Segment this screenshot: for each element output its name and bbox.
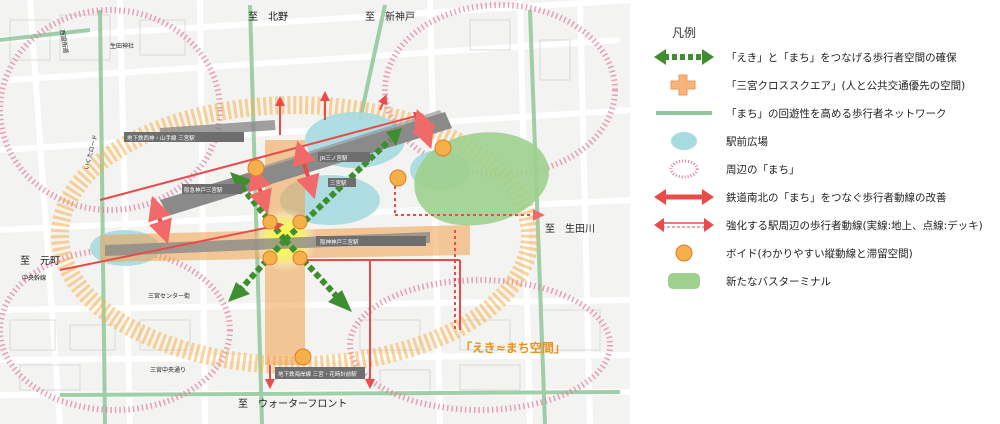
red-double-line-arrow-icon	[654, 218, 714, 232]
station-hankyu: 阪急神戸三宮駅	[184, 186, 223, 194]
legend-label: ボイド(わかりやすい縦動線と滞留空間)	[726, 248, 913, 260]
station-label-boxes	[124, 132, 426, 379]
void-circles	[247, 139, 452, 366]
direction-east: 至 生田川	[545, 222, 595, 235]
green-line-icon	[656, 111, 712, 115]
road-sannomiya-chuo: 三宮中央通り	[150, 366, 186, 374]
red-double-arrow-icon	[654, 189, 714, 205]
legend-label: 「えき」と「まち」をつなげる歩行者空間の確保	[726, 52, 957, 64]
station-area-map: 地下鉄西神・山手線 三宮駅 阪急神戸三宮駅 JR三ノ宮駅 三宮駅 阪神神戸三宮駅…	[0, 0, 630, 424]
station-hanshin: 阪神神戸三宮駅	[320, 238, 359, 246]
red-deck-routes	[394, 180, 545, 330]
pink-dotted-ellipse-icon	[669, 159, 699, 179]
direction-northeast: 至 新神戸	[365, 10, 415, 23]
direction-north: 至 北野	[248, 11, 288, 23]
legend-title: 凡例	[672, 26, 697, 40]
legend-item-surrounding-town: 周辺の「まち」	[650, 158, 995, 180]
legend-item-walk-network: 「まち」の回遊性を高める歩行者ネットワーク	[650, 102, 995, 124]
orange-cross-icon	[670, 74, 696, 96]
legend-label: 「三宮クロススクエア」(人と公共交通優先の空間)	[726, 80, 966, 92]
legend-label: 鉄道南北の「まち」をつなぐ歩行者動線の改善	[726, 192, 947, 204]
legend-label: 強化する駅周辺の歩行者動線(実線:地上、点線:デッキ)	[726, 220, 983, 232]
eki-machi-zone-ring	[51, 96, 539, 374]
legend-panel: 凡例 「えき」と「まち」をつなげる歩行者空間の確保 「三宮クロススクエア」(人と…	[650, 16, 995, 416]
road-ikuta-shrine: 生田神社	[110, 42, 134, 50]
legend-item-red-route: 強化する駅周辺の歩行者動線(実線:地上、点線:デッキ)	[650, 214, 995, 236]
green-rectangle-icon	[668, 273, 700, 289]
teal-ellipse-icon	[671, 132, 697, 150]
legend-label: 周辺の「まち」	[726, 164, 800, 176]
green-double-arrow-icon	[654, 49, 714, 65]
eki-machi-zone-label: 「えき≈まち空間」	[460, 340, 566, 355]
legend-item-red-arrow: 鉄道南北の「まち」をつなぐ歩行者動線の改善	[650, 186, 995, 208]
legend-item-cross-square: 「三宮クロススクエア」(人と公共交通優先の空間)	[650, 74, 995, 96]
station-subway-kaigan: 地下鉄海岸線 三宮・花時計前駅	[278, 370, 357, 378]
road-chuo-kansen: 中央幹線	[22, 274, 46, 282]
station-portliner: 三宮駅	[330, 179, 347, 187]
new-bus-terminal	[414, 132, 549, 226]
direction-west: 至 元町	[20, 255, 60, 267]
green-arrowheads	[228, 128, 402, 312]
legend-item-void: ボイド(わかりやすい縦動線と滞留空間)	[650, 242, 995, 264]
station-jr: JR三ノ宮駅	[319, 154, 348, 162]
legend-item-bus-terminal: 新たなバスターミナル	[650, 270, 995, 292]
station-subway-seishin: 地下鉄西神・山手線 三宮駅	[127, 134, 195, 142]
direction-south: 至 ウォーターフロント	[238, 398, 347, 410]
orange-circle-icon	[675, 244, 693, 262]
legend-label: 新たなバスターミナル	[726, 276, 831, 288]
legend-label: 駅前広場	[726, 136, 768, 148]
red-pedestrian-routes	[59, 91, 461, 389]
red-north-south-arrows	[148, 108, 437, 245]
legend-item-station-plaza: 駅前広場	[650, 130, 995, 152]
road-sannomiya-center: 三宮センター街	[148, 292, 190, 300]
legend-label: 「まち」の回遊性を高める歩行者ネットワーク	[726, 108, 947, 120]
legend-item-green-arrow: 「えき」と「まち」をつなげる歩行者空間の確保	[650, 46, 995, 68]
